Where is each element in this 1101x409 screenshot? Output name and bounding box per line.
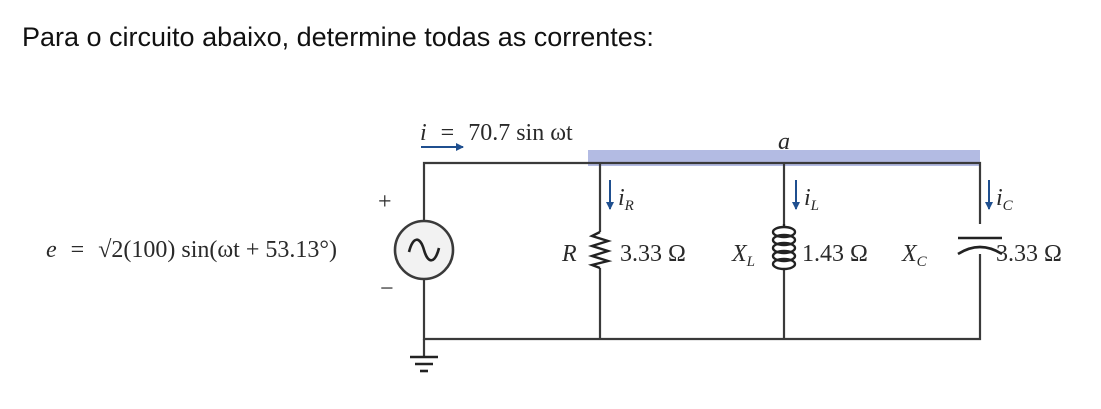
ground-icon [410,355,438,373]
element-value-c: 3.33 Ω [996,241,1062,267]
element-symbol-c: XC [901,241,928,270]
element-symbol-r: R [561,241,577,267]
element-value-l: 1.43 Ω [802,241,868,267]
source-current-value: 70.7 sin ωt [468,120,573,146]
branch-current-symbol: i [996,185,1003,211]
branch-current-symbol: i [618,185,625,211]
branch-current-subscript: C [1003,198,1014,214]
source-equals: = [71,237,85,263]
problem-statement: Para o circuito abaixo, determine todas … [22,22,654,52]
ac-source-icon [393,219,455,281]
circuit-wires [422,161,982,356]
inductor-icon [771,224,797,271]
element-subscript: C [917,254,928,270]
branch-current-subscript: R [624,198,634,214]
source-symbol: e [46,237,57,263]
resistor-icon [587,230,613,270]
source-formula: √2(100) sin(ωt + 53.13°) [98,237,337,263]
branch-current-label-c: iC [996,185,1014,214]
branch-current-subscript: L [810,198,819,214]
element-symbol: X [731,241,748,267]
capacitor-icon [957,236,1003,256]
source-plus-sign: + [378,189,392,215]
element-symbol: X [901,241,918,267]
element-value-r: 3.33 Ω [620,241,686,267]
branch-current-label-r: iR [618,185,634,214]
source-current-equals: = [441,120,455,146]
source-current-label: i = 70.7 sin ωt [420,120,573,146]
source-current-symbol: i [420,120,427,146]
source-minus-sign: − [380,276,394,302]
node-a-label: a [778,129,790,155]
element-symbol-l: XL [731,241,755,270]
element-subscript: L [746,254,755,270]
source-expression: e = √2(100) sin(ωt + 53.13°) [46,237,337,263]
branch-current-label-l: iL [804,185,819,214]
branch-current-symbol: i [804,185,811,211]
